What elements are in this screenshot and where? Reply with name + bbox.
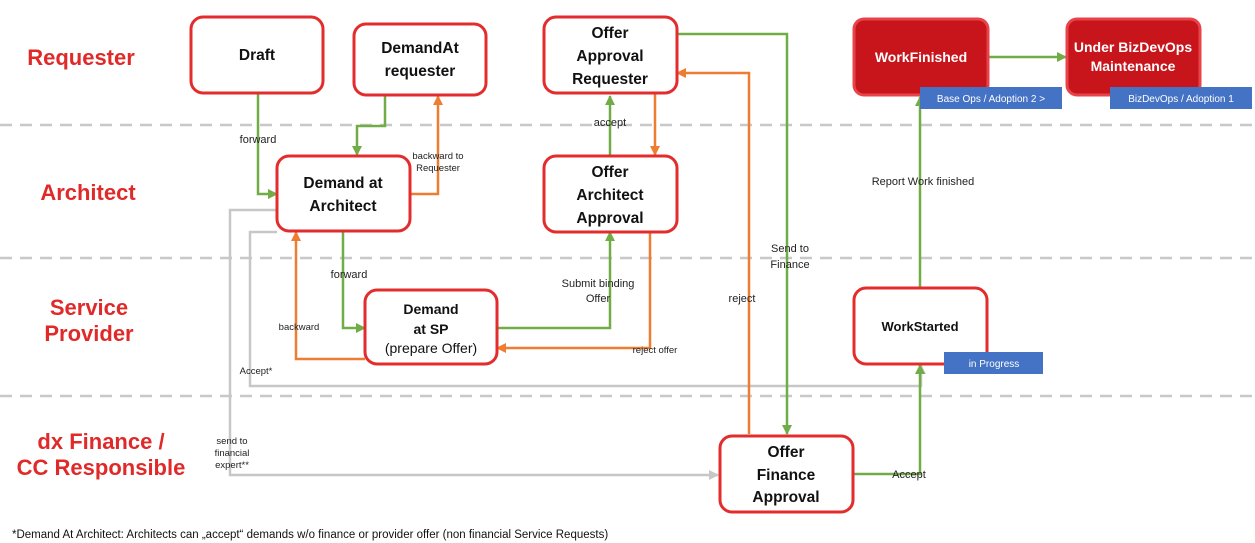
node-offer-approval-requester-line3: Requester [572,71,648,88]
node-offer-approval-requester-line2: Approval [576,48,643,65]
arrow-draft-forward [256,93,278,199]
node-work-finished[interactable]: WorkFinished [852,17,990,97]
arrow-backward-to-architect [291,231,365,361]
node-draft[interactable]: Draft [189,15,325,95]
lane-title-service-provider-line1: Service [50,295,128,320]
badge-in-progress: in Progress [944,352,1043,374]
node-offer-finance-approval-line1: Offer [767,444,804,461]
edge-label-backward: backward [279,322,320,333]
arrow-submit-binding-offer [497,231,615,330]
arrow-reject-offer [496,232,652,353]
edge-label-send-to-financial-expert-line3: expert** [215,460,249,471]
lane-title-architect: Architect [40,180,136,205]
badge-in-progress-label: in Progress [969,359,1020,370]
badge-base-ops: Base Ops / Adoption 2 > [920,87,1062,109]
arrow-finance-reject [676,68,751,434]
node-demand-at-sp[interactable]: Demand at SP (prepare Offer) [363,288,499,366]
node-demand-at-architect-line1: Demand at [303,175,382,192]
badge-bizdevops: BizDevOps / Adoption 1 [1110,87,1252,109]
node-work-started[interactable]: WorkStarted [852,286,989,366]
node-demand-at-sp-line1: Demand [403,301,458,317]
node-under-bizdevops-line2: Maintenance [1091,58,1176,74]
edge-label-report-work-finished: Report Work finished [872,176,975,188]
node-demand-at-architect[interactable]: Demand at Architect [275,154,412,233]
edge-label-forward-2: forward [331,269,368,281]
edge-label-send-to-finance-line2: Finance [770,259,809,271]
edge-label-backward-to-requester-line1: backward to [412,151,463,162]
footnote: *Demand At Architect: Architects can „ac… [12,529,608,541]
node-offer-approval-requester-line1: Offer [591,25,628,42]
edge-label-submit-binding-offer-line1: Submit binding [562,278,635,290]
arrow-backward-to-requester [410,95,443,196]
badge-base-ops-label: Base Ops / Adoption 2 > [937,94,1045,105]
node-work-finished-label: WorkFinished [875,49,967,65]
node-under-bizdevops-maintenance[interactable]: Under BizDevOps Maintenance [1065,17,1202,97]
edge-label-send-to-financial-expert-line2: financial [215,448,250,459]
edge-label-submit-binding-offer-line2: Offer [586,293,611,305]
lane-title-finance-line2: CC Responsible [17,455,186,480]
badge-bizdevops-label: BizDevOps / Adoption 1 [1128,94,1234,105]
arrow-finance-accept [854,364,925,476]
edge-label-accept-star: Accept* [240,366,273,377]
node-offer-architect-approval-line3: Approval [576,210,643,227]
node-offer-finance-approval[interactable]: Offer Finance Approval [718,434,855,514]
node-offer-finance-approval-line2: Finance [757,467,816,484]
edge-label-send-to-finance-line1: Send to [771,243,809,255]
node-demand-at-requester[interactable]: DemandAt requester [352,22,488,97]
arrow-send-to-finance [677,32,792,435]
node-demand-at-requester-line1: DemandAt [381,40,459,57]
lane-title-service-provider-line2: Provider [44,321,134,346]
node-offer-finance-approval-line3: Approval [752,489,819,506]
node-draft-label: Draft [239,47,275,64]
edge-label-send-to-financial-expert-line1: send to [216,436,247,447]
node-demand-at-sp-line3: (prepare Offer) [385,340,477,356]
node-demand-at-sp-line2: at SP [413,321,448,337]
arrow-demandat-requester-to-architect [352,95,387,156]
node-demand-at-architect-line2: Architect [309,198,376,215]
node-offer-approval-requester[interactable]: Offer Approval Requester [542,15,679,95]
node-under-bizdevops-line1: Under BizDevOps [1074,39,1192,55]
arrow-forward-to-sp [341,231,366,333]
edge-label-forward-1: forward [240,134,277,146]
arrow-accept-star [248,230,926,388]
edge-label-reject-offer: reject offer [633,345,678,356]
edge-label-reject: reject [729,293,756,305]
arrow-send-to-financial-expert [228,208,719,480]
lane-title-finance-line1: dx Finance / [37,429,164,454]
lane-title-requester: Requester [27,45,135,70]
node-offer-architect-approval-line1: Offer [591,164,628,181]
edge-label-accept-1: accept [594,117,626,129]
edge-label-backward-to-requester-line2: Requester [416,163,460,174]
node-work-started-label: WorkStarted [881,319,958,334]
node-demand-at-requester-line2: requester [385,63,456,80]
edge-label-accept-2: Accept [892,469,926,481]
node-offer-architect-approval[interactable]: Offer Architect Approval [542,154,679,234]
node-offer-architect-approval-line2: Architect [576,187,643,204]
